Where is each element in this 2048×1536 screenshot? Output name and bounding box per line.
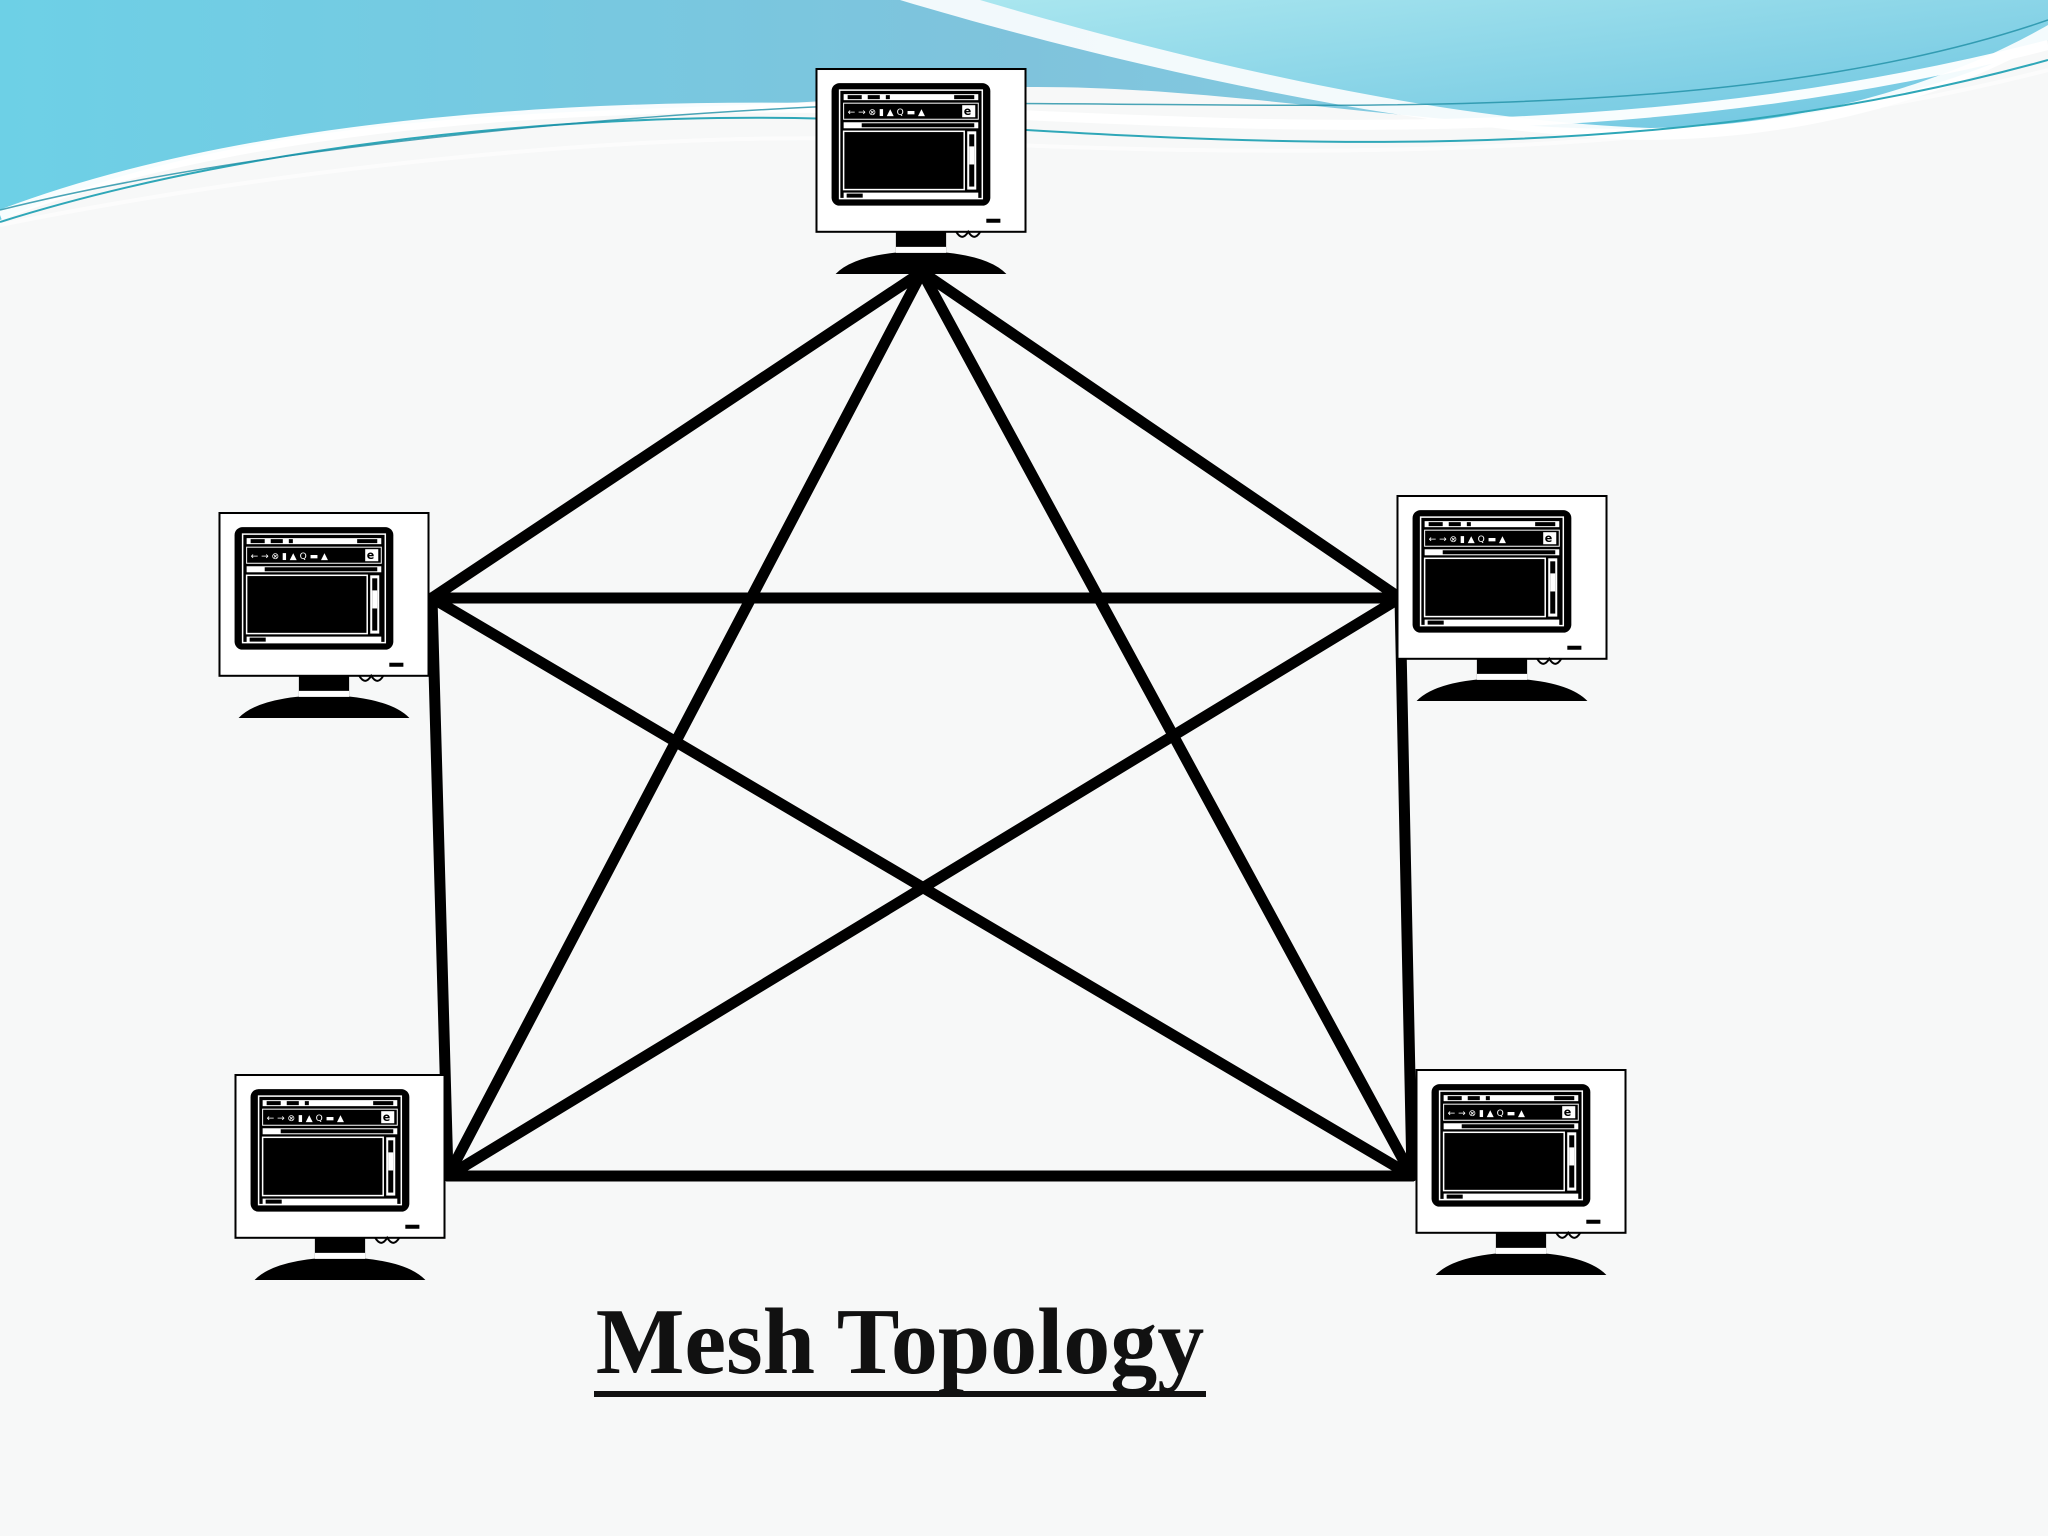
computer-monitor-icon-bottom-right bbox=[1415, 1069, 1627, 1275]
computer-monitor-icon-left bbox=[218, 512, 430, 718]
mesh-link-right-bottom-left bbox=[442, 592, 1406, 1182]
mesh-link-top-left bbox=[426, 266, 928, 604]
mesh-link-top-right bbox=[916, 266, 1406, 604]
mesh-link-right-bottom-right bbox=[1394, 592, 1418, 1182]
mesh-link-top-bottom-right bbox=[916, 266, 1418, 1182]
diagram-title-text: Mesh Topology bbox=[593, 1295, 1207, 1397]
header-wave-decoration bbox=[0, 0, 2048, 227]
diagram-title: Mesh Topology bbox=[0, 1295, 1800, 1397]
computer-monitor-icon-top bbox=[815, 68, 1027, 274]
computer-monitor-icon-bottom-left bbox=[234, 1074, 446, 1280]
mesh-link-top-bottom-left bbox=[442, 266, 928, 1182]
computer-monitor-icon-right bbox=[1396, 495, 1608, 701]
mesh-links bbox=[426, 266, 1418, 1182]
